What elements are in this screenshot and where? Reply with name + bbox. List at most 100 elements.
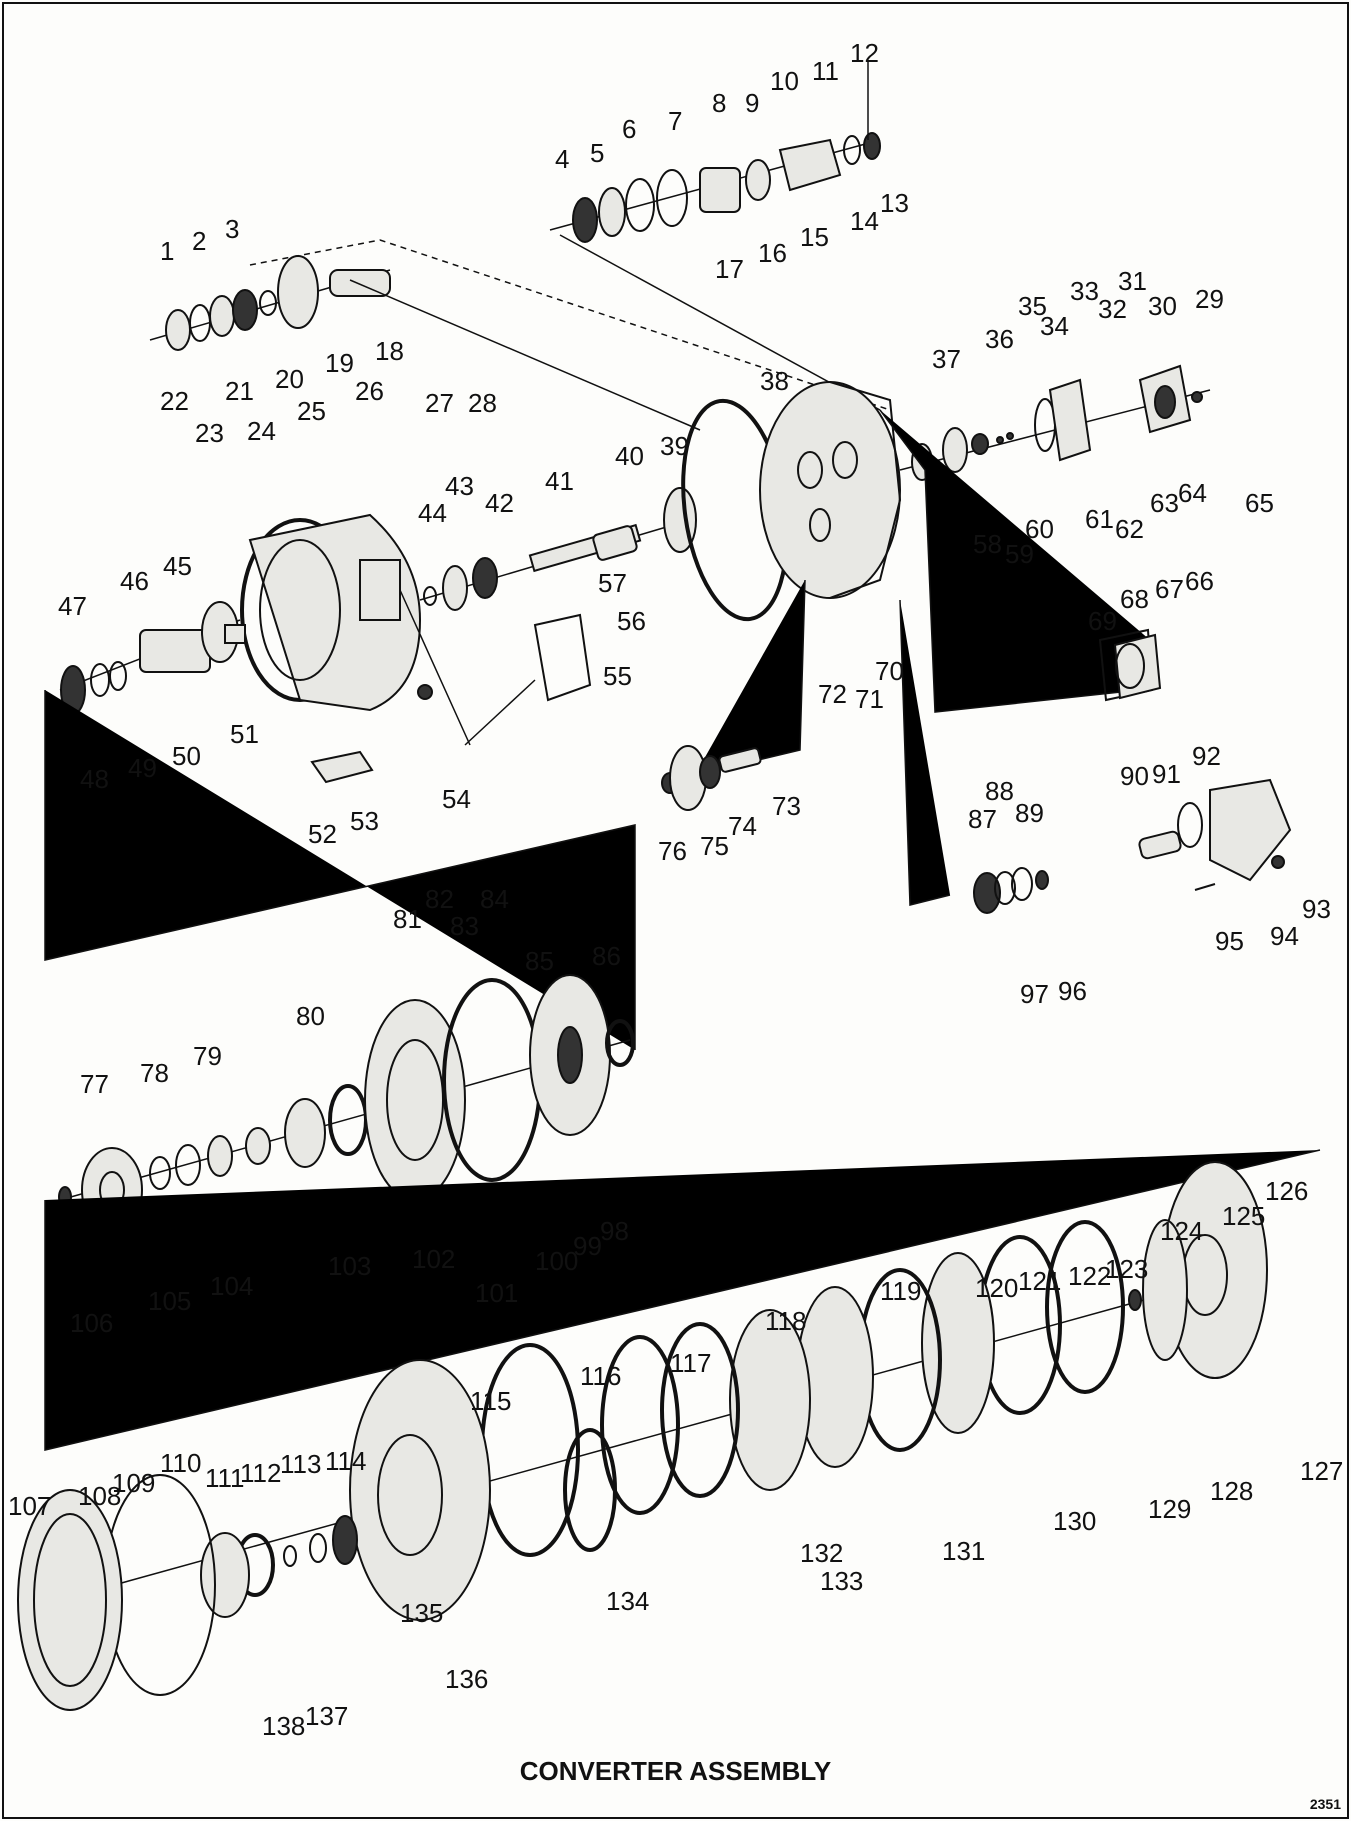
callout-70: 70 <box>875 656 904 686</box>
callout-42: 42 <box>485 488 514 518</box>
callout-97: 97 <box>1020 979 1049 1009</box>
callout-105: 105 <box>148 1286 191 1316</box>
callout-125: 125 <box>1222 1201 1265 1231</box>
callout-36: 36 <box>985 324 1014 354</box>
callout-44: 44 <box>418 498 447 528</box>
callout-80: 80 <box>296 1001 325 1031</box>
callout-129: 129 <box>1148 1494 1191 1524</box>
callout-82: 82 <box>425 884 454 914</box>
callout-112: 112 <box>240 1458 281 1488</box>
callout-14: 14 <box>850 206 879 236</box>
callout-104: 104 <box>210 1271 253 1301</box>
callout-95: 95 <box>1215 926 1244 956</box>
callout-119: 119 <box>880 1276 921 1306</box>
callout-74: 74 <box>728 811 757 841</box>
callout-43: 43 <box>445 471 474 501</box>
callout-137: 137 <box>305 1701 348 1731</box>
callout-68: 68 <box>1120 584 1149 614</box>
callout-30: 30 <box>1148 291 1177 321</box>
callout-65: 65 <box>1245 488 1274 518</box>
callout-18: 18 <box>375 336 404 366</box>
callout-98: 98 <box>600 1216 629 1246</box>
callout-2: 2 <box>192 226 206 256</box>
callout-55: 55 <box>603 661 632 691</box>
callout-90: 90 <box>1120 761 1149 791</box>
callout-131: 131 <box>942 1536 985 1566</box>
callout-10: 10 <box>770 66 799 96</box>
callout-57: 57 <box>598 568 627 598</box>
callout-52: 52 <box>308 819 337 849</box>
callout-75: 75 <box>700 831 729 861</box>
callout-22: 22 <box>160 386 189 416</box>
housing-38 <box>759 381 902 599</box>
upper-left-shaft-group <box>149 255 391 351</box>
callout-73: 73 <box>772 791 801 821</box>
callout-106: 106 <box>70 1308 113 1338</box>
callout-88: 88 <box>985 776 1014 806</box>
callout-85: 85 <box>525 946 554 976</box>
callout-26: 26 <box>355 376 384 406</box>
callout-64: 64 <box>1178 478 1207 508</box>
callout-25: 25 <box>297 396 326 426</box>
callout-51: 51 <box>230 719 259 749</box>
callout-135: 135 <box>400 1598 443 1628</box>
callout-110: 110 <box>160 1448 201 1478</box>
callout-115: 115 <box>470 1386 511 1416</box>
callout-47: 47 <box>58 591 87 621</box>
callout-113: 113 <box>280 1449 321 1479</box>
callout-13: 13 <box>880 188 909 218</box>
callout-31: 31 <box>1118 266 1147 296</box>
callout-87: 87 <box>968 804 997 834</box>
callout-41: 41 <box>545 466 574 496</box>
callout-100: 100 <box>535 1246 578 1276</box>
callout-17: 17 <box>715 254 744 284</box>
callout-86: 86 <box>592 941 621 971</box>
callout-103: 103 <box>328 1251 371 1281</box>
callout-121: 121 <box>1018 1266 1061 1296</box>
bearing-group-87-97 <box>973 867 1049 914</box>
callout-45: 45 <box>163 551 192 581</box>
callout-1: 1 <box>160 236 174 266</box>
callout-72: 72 <box>818 679 847 709</box>
callout-6: 6 <box>622 114 636 144</box>
callout-114: 114 <box>325 1446 366 1476</box>
callout-130: 130 <box>1053 1506 1096 1536</box>
callout-124: 124 <box>1160 1216 1203 1246</box>
callout-66: 66 <box>1185 566 1214 596</box>
callout-54: 54 <box>442 784 471 814</box>
callout-123: 123 <box>1105 1254 1148 1284</box>
callout-27: 27 <box>425 388 454 418</box>
callout-77: 77 <box>80 1069 109 1099</box>
callout-35: 35 <box>1018 291 1047 321</box>
callout-32: 32 <box>1098 294 1127 324</box>
gear-group-73-76 <box>661 745 762 811</box>
callout-11: 11 <box>812 56 839 86</box>
callout-107: 107 <box>8 1491 51 1521</box>
callout-46: 46 <box>120 566 149 596</box>
callout-132: 132 <box>800 1538 843 1568</box>
callout-50: 50 <box>172 741 201 771</box>
callout-61: 61 <box>1085 504 1114 534</box>
top-shaft-group <box>549 60 881 243</box>
plate-number: 2351 <box>1309 1796 1341 1812</box>
callout-81: 81 <box>393 904 422 934</box>
callout-134: 134 <box>606 1586 649 1616</box>
callout-20: 20 <box>275 364 304 394</box>
callout-62: 62 <box>1115 514 1144 544</box>
callout-37: 37 <box>932 344 961 374</box>
callout-21: 21 <box>225 376 254 406</box>
callout-49: 49 <box>128 753 157 783</box>
callout-126: 126 <box>1265 1176 1308 1206</box>
callout-59: 59 <box>1005 539 1034 569</box>
callout-24: 24 <box>247 416 276 446</box>
clutch-pack-group <box>17 1161 1268 1711</box>
callout-93: 93 <box>1302 894 1331 924</box>
callout-136: 136 <box>445 1664 488 1694</box>
converter-housing <box>59 513 433 712</box>
cover-plate-53 <box>310 750 374 784</box>
callout-58: 58 <box>973 529 1002 559</box>
callout-53: 53 <box>350 806 379 836</box>
callout-69: 69 <box>1088 606 1117 636</box>
callout-23: 23 <box>195 418 224 448</box>
